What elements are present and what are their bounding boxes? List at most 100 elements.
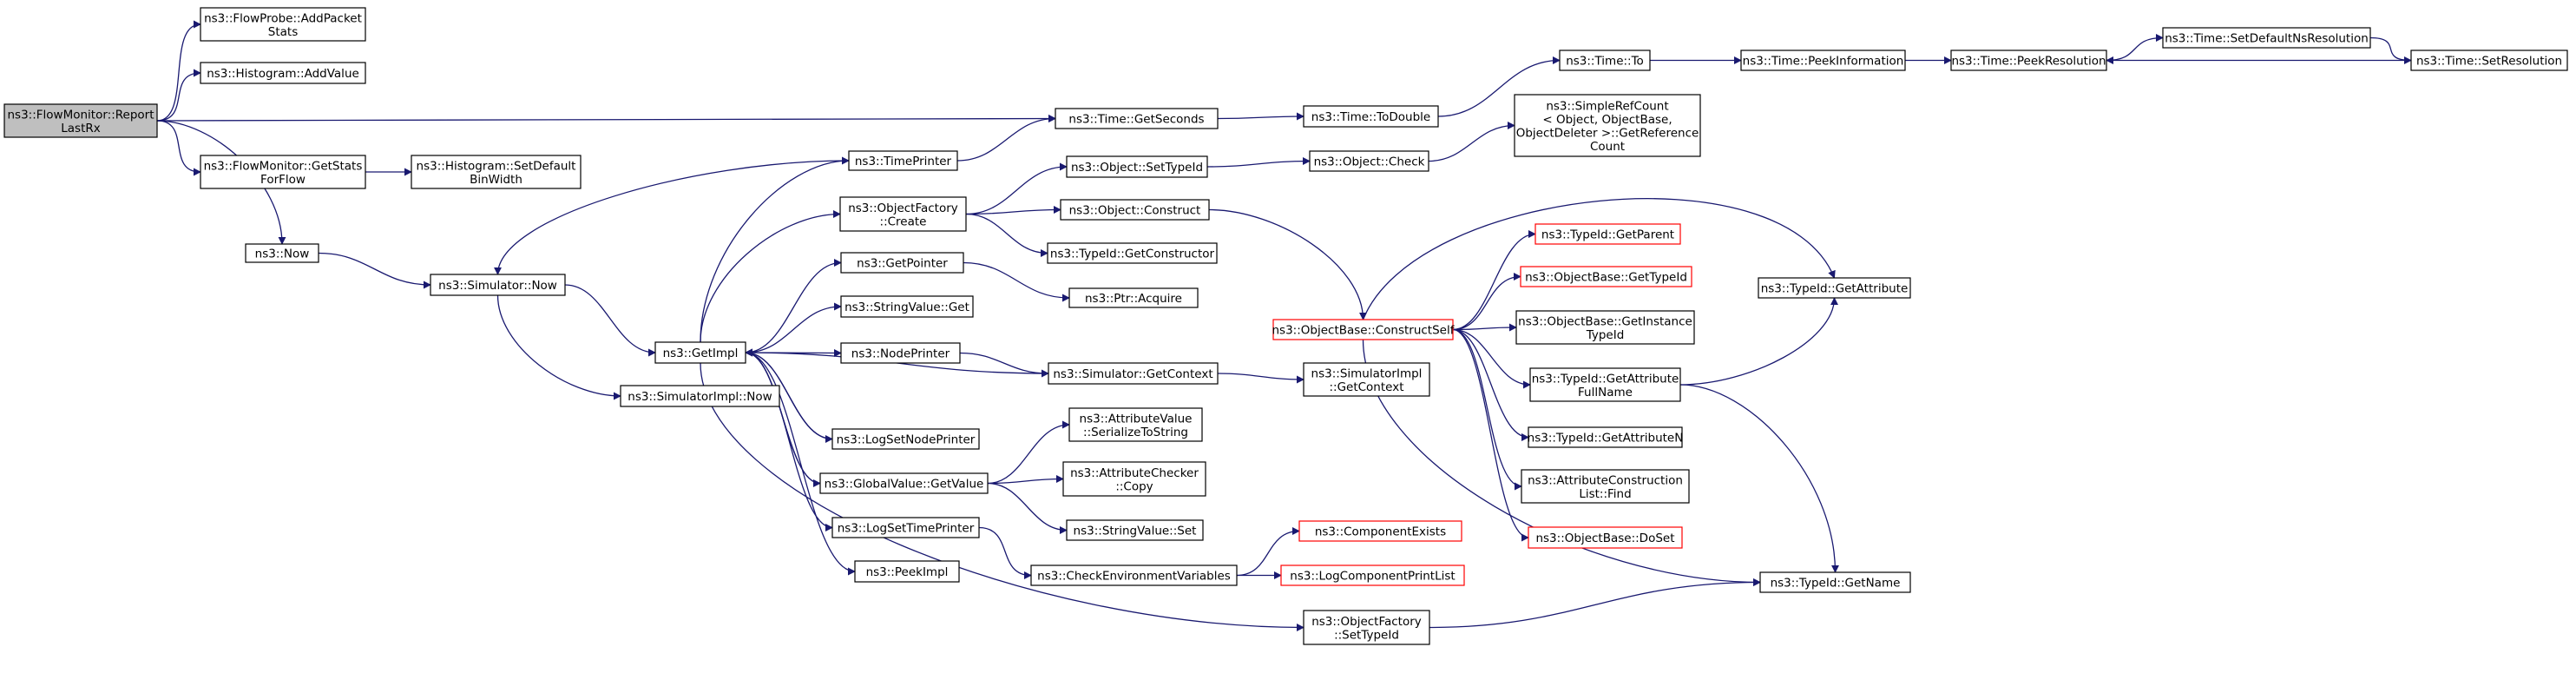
node-getimpl[interactable]: ns3::GetImpl — [654, 341, 746, 364]
node-tid-getname[interactable]: ns3::TypeId::GetName — [1759, 571, 1911, 593]
node-label-line: ns3::Time::ToDouble — [1311, 110, 1430, 124]
node-obj-settypeid[interactable]: ns3::Object::SetTypeId — [1066, 155, 1208, 178]
node-attrchk-copy[interactable]: ns3::AttributeChecker::Copy — [1062, 461, 1206, 497]
node-sim-now[interactable]: ns3::Simulator::Now — [430, 274, 566, 296]
node-nodeprinter[interactable]: ns3::NodePrinter — [840, 342, 961, 364]
node-label-line: ns3::FlowMonitor::Report — [7, 108, 154, 122]
node-label-line: ns3::TimePrinter — [855, 155, 952, 168]
node-label-line: ObjectDeleter >::GetReference — [1516, 126, 1699, 140]
call-edge-ob_constructself-to-ob_doset — [1452, 328, 1529, 542]
node-simimpl-now[interactable]: ns3::SimulatorImpl::Now — [620, 385, 780, 407]
call-edge-gv_getvalue-to-strval_set — [987, 482, 1068, 534]
call-edge-tid_getattrfull-to-tid_getattr — [1679, 297, 1838, 386]
node-ob-gettypeid[interactable]: ns3::ObjectBase::GetTypeId — [1520, 266, 1692, 287]
node-getpointer[interactable]: ns3::GetPointer — [840, 252, 964, 274]
node-tid-getparent[interactable]: ns3::TypeId::GetParent — [1534, 223, 1681, 245]
node-obj-check[interactable]: ns3::Object::Check — [1309, 150, 1429, 172]
node-label-line: ns3::Object::Check — [1314, 155, 1425, 169]
call-edge-sim_now-to-simimpl_now — [496, 294, 621, 400]
call-edge-getimpl-to-of_create — [700, 210, 841, 343]
node-label-line: < Object, ObjectBase, — [1542, 113, 1672, 127]
call-edge-time_todouble-to-time_to — [1437, 56, 1561, 117]
node-ob-constructself[interactable]: ns3::ObjectBase::ConstructSelf — [1272, 319, 1456, 340]
node-label-line: ns3::Time::SetResolution — [2416, 55, 2562, 69]
call-edge-logsettime-to-checkenv — [978, 526, 1032, 579]
call-edge-of_create-to-obj_construct — [965, 206, 1061, 215]
node-label-line: ns3::AttributeValue — [1080, 412, 1193, 426]
node-label-line: ns3::TypeId::GetAttribute — [1532, 372, 1679, 386]
node-label-line: ns3::Simulator::GetContext — [1053, 367, 1212, 381]
node-time-todouble[interactable]: ns3::Time::ToDouble — [1303, 105, 1439, 128]
node-checkenv[interactable]: ns3::CheckEnvironmentVariables — [1030, 564, 1238, 586]
call-edge-getimpl-to-timeprinter — [700, 156, 850, 343]
node-time-getsec[interactable]: ns3::Time::GetSeconds — [1055, 108, 1219, 129]
call-edge-ob_constructself-to-tid_getattrn — [1452, 328, 1529, 441]
node-label-line: LastRx — [61, 122, 101, 135]
node-strval-get[interactable]: ns3::StringValue::Get — [840, 295, 974, 318]
node-label-line: BinWidth — [470, 173, 522, 187]
node-label-line: ns3::LogSetTimePrinter — [838, 522, 975, 536]
node-label-line: ns3::SimpleRefCount — [1546, 99, 1668, 113]
call-edge-obj_construct-to-ob_constructself — [1208, 208, 1367, 320]
node-ob-doset[interactable]: ns3::ObjectBase::DoSet — [1528, 526, 1683, 549]
call-edge-gv_getvalue-to-attrchk_copy — [987, 475, 1064, 485]
node-label-line: Stats — [268, 25, 298, 39]
node-label-line: ::Copy — [1115, 479, 1153, 493]
call-edge-logsetnode-to-getimpl — [745, 348, 833, 440]
node-logsettime[interactable]: ns3::LogSetTimePrinter — [831, 517, 980, 538]
call-edge-ob_constructself-to-ob_gettypeid — [1452, 273, 1521, 331]
node-time-to[interactable]: ns3::Time::To — [1559, 50, 1651, 71]
node-label-line: Count — [1590, 140, 1625, 154]
node-logsetnode[interactable]: ns3::LogSetNodePrinter — [831, 428, 980, 450]
node-ptr-acquire[interactable]: ns3::Ptr::Acquire — [1068, 287, 1199, 308]
node-srcount[interactable]: ns3::SimpleRefCount< Object, ObjectBase,… — [1514, 94, 1701, 157]
node-simimpl-getctx[interactable]: ns3::SimulatorImpl::GetContext — [1303, 362, 1430, 397]
call-edge-timeprinter-to-time_getsec — [956, 115, 1056, 162]
node-label-line: ns3::Time::PeekInformation — [1743, 55, 1904, 69]
node-label-line: ns3::ComponentExists — [1315, 525, 1446, 539]
node-hist-addvalue[interactable]: ns3::Histogram::AddValue — [200, 62, 366, 84]
call-edge-of_create-to-typeid_getctor — [965, 213, 1048, 257]
call-edge-getpointer-to-ptr_acquire — [963, 261, 1070, 302]
node-label-line: ns3::SimulatorImpl — [1311, 366, 1423, 380]
node-label-line: ns3::ObjectBase::DoSet — [1535, 531, 1674, 545]
node-tid-getattrn[interactable]: ns3::TypeId::GetAttributeN — [1528, 426, 1684, 448]
node-gv-getvalue[interactable]: ns3::GlobalValue::GetValue — [819, 472, 989, 494]
node-time-peekinfo[interactable]: ns3::Time::PeekInformation — [1740, 50, 1906, 71]
node-label-line: ns3::TypeId::GetName — [1771, 577, 1901, 591]
node-strval-set[interactable]: ns3::StringValue::Set — [1066, 519, 1204, 541]
node-compexists[interactable]: ns3::ComponentExists — [1298, 520, 1462, 542]
call-edge-root-to-hist_addvalue — [156, 69, 201, 122]
call-edge-getimpl-to-logsettime — [745, 352, 833, 531]
node-tid-getattr[interactable]: ns3::TypeId::GetAttribute — [1758, 277, 1911, 299]
node-peekimpl[interactable]: ns3::PeekImpl — [854, 560, 960, 583]
call-edge-ob_constructself-to-tid_getparent — [1452, 230, 1536, 331]
node-logcompprint[interactable]: ns3::LogComponentPrintList — [1280, 564, 1465, 586]
node-label-line: ::SerializeToString — [1083, 426, 1188, 439]
node-attr-serialize[interactable]: ns3::AttributeValue::SerializeToString — [1068, 407, 1203, 442]
node-now[interactable]: ns3::Now — [245, 243, 319, 263]
call-edge-root-to-fm_getstats — [156, 120, 201, 176]
node-typeid-getctor[interactable]: ns3::TypeId::GetConstructor — [1047, 242, 1218, 264]
node-label-line: ns3::NodePrinter — [851, 347, 950, 361]
node-sim-getctx[interactable]: ns3::Simulator::GetContext — [1048, 362, 1219, 385]
node-label-line: ns3::ObjectBase::ConstructSelf — [1272, 324, 1456, 338]
node-obj-construct[interactable]: ns3::Object::Construct — [1060, 199, 1210, 221]
node-of-settypeid[interactable]: ns3::ObjectFactory::SetTypeId — [1303, 610, 1430, 645]
node-label-line: ns3::Time::To — [1566, 55, 1644, 69]
node-label-line: TypeId — [1586, 328, 1625, 342]
node-of-create[interactable]: ns3::ObjectFactory::Create — [839, 196, 967, 232]
node-time-peekres[interactable]: ns3::Time::PeekResolution — [1950, 50, 2107, 71]
node-time-setres[interactable]: ns3::Time::SetResolution — [2410, 50, 2568, 71]
node-time-setdefns[interactable]: ns3::Time::SetDefaultNsResolution — [2162, 27, 2371, 49]
node-timeprinter[interactable]: ns3::TimePrinter — [848, 150, 958, 171]
call-edge-ob_constructself-to-tid_getattrfull — [1452, 328, 1531, 389]
call-edge-getimpl-to-strval_get — [745, 302, 842, 353]
